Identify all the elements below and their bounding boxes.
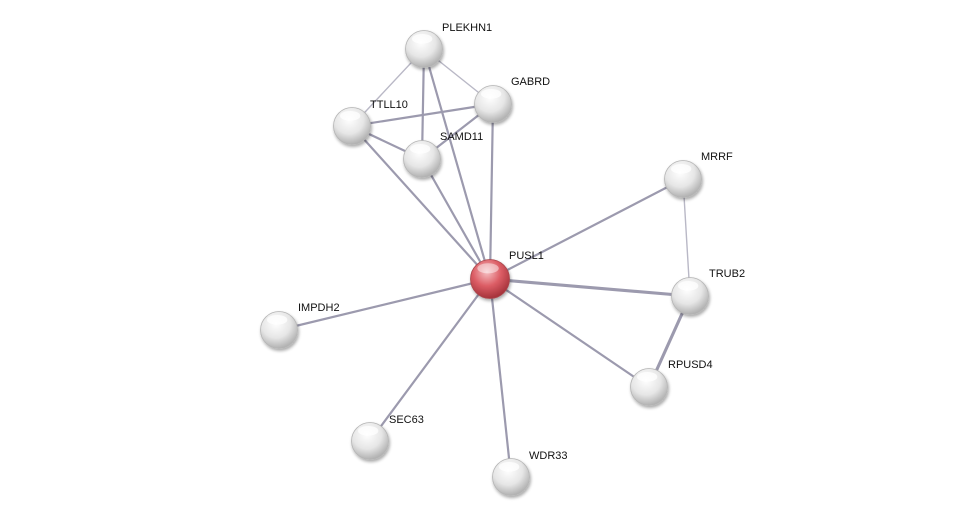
node-plekhn1[interactable]: PLEKHN1 [405, 22, 493, 68]
node-label: TTLL10 [370, 99, 408, 111]
edge-pusl1-sec63[interactable] [368, 277, 492, 443]
node-label: RPUSD4 [668, 359, 713, 371]
edge-mrrf-trub2[interactable] [682, 178, 691, 297]
edge-pusl1-plekhn1[interactable] [422, 47, 492, 281]
node-samd11[interactable]: SAMD11 [403, 131, 484, 178]
node-highlight [677, 281, 699, 291]
node-trub2[interactable]: TRUB2 [671, 268, 746, 315]
node-highlight [357, 426, 379, 436]
node-label: IMPDH2 [298, 302, 340, 314]
node-rpusd4[interactable]: RPUSD4 [630, 359, 713, 406]
edge-pusl1-ttll10[interactable] [350, 124, 492, 281]
edge-pusl1-mrrf[interactable] [488, 177, 685, 281]
node-highlight [480, 89, 502, 99]
node-label: PUSL1 [509, 250, 544, 262]
node-highlight [266, 315, 288, 325]
node-pusl1[interactable]: PUSL1 [470, 250, 544, 299]
node-wdr33[interactable]: WDR33 [492, 450, 568, 496]
node-ttll10[interactable]: TTLL10 [333, 99, 408, 145]
edge-ttll10-gabrd[interactable] [350, 102, 495, 128]
node-sec63[interactable]: SEC63 [351, 414, 424, 460]
node-gabrd[interactable]: GABRD [474, 76, 551, 123]
edge-pusl1-gabrd[interactable] [488, 102, 495, 281]
node-label: SEC63 [389, 414, 424, 426]
node-label: SAMD11 [440, 131, 483, 143]
node-sphere[interactable] [470, 259, 510, 299]
node-highlight [409, 144, 431, 154]
node-highlight [498, 462, 520, 472]
node-highlight [477, 263, 499, 274]
edge-pusl1-rpusd4[interactable] [488, 277, 651, 389]
node-label: GABRD [511, 76, 550, 88]
node-label: TRUB2 [709, 268, 745, 280]
node-highlight [670, 164, 692, 174]
node-highlight [339, 111, 361, 121]
node-highlight [636, 372, 658, 382]
node-impdh2[interactable]: IMPDH2 [260, 302, 340, 349]
edge-pusl1-impdh2[interactable] [277, 277, 492, 332]
node-highlight [411, 34, 433, 44]
node-label: PLEKHN1 [442, 22, 492, 34]
node-label: WDR33 [529, 450, 568, 462]
node-mrrf[interactable]: MRRF [664, 151, 734, 198]
node-label: MRRF [701, 151, 733, 163]
edge-pusl1-wdr33[interactable] [488, 277, 513, 479]
edge-pusl1-trub2[interactable] [488, 277, 692, 298]
edge-pusl1-samd11[interactable] [420, 157, 492, 281]
